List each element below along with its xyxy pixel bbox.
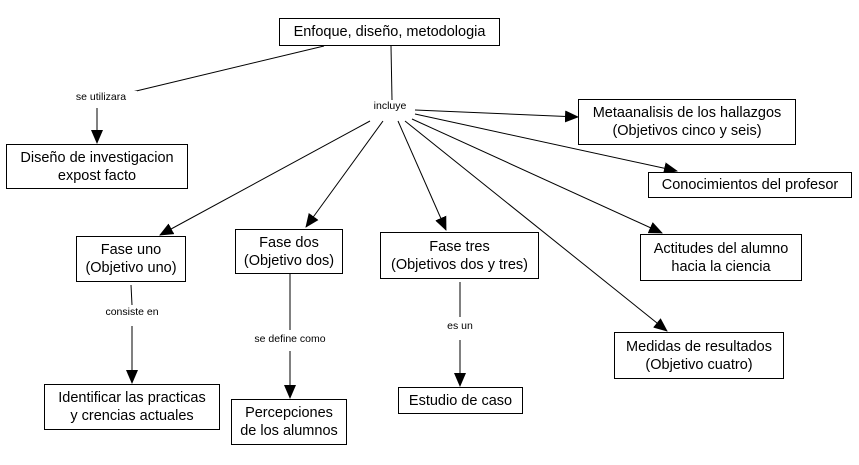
concept-text-line-1: Diseño de investigacion <box>20 149 174 166</box>
arrow-incluye-conocimientos <box>414 113 678 175</box>
concept-fase-dos[interactable]: Fase dos (Objetivo dos) <box>235 229 343 274</box>
arrow-incluye-fase-dos <box>305 120 384 228</box>
connector-fase-uno-consiste <box>130 284 133 306</box>
concept-diseno-investigacion[interactable]: Diseño de investigacion expost facto <box>6 144 188 189</box>
arrow-incluye-actitudes <box>411 118 663 234</box>
link-label-consiste-en: consiste en <box>100 306 164 318</box>
concept-text-line-1: Identificar las practicas <box>58 390 206 406</box>
link-label-se-define-como: se define como <box>246 333 334 345</box>
concept-medidas-resultados[interactable]: Medidas de resultados (Objetivo cuatro) <box>614 332 784 379</box>
concept-text-line-2: (Objetivo dos) <box>243 252 335 269</box>
connector-root-se-utilizara <box>131 45 325 93</box>
concept-fase-uno[interactable]: Fase uno (Objetivo uno) <box>76 236 186 282</box>
concept-percepciones-alumnos[interactable]: Percepciones de los alumnos <box>231 399 347 445</box>
connector-root-incluye <box>390 45 393 101</box>
concept-text-line-2: (Objetivo uno) <box>85 260 177 276</box>
concept-metaanalisis[interactable]: Metaanalisis de los hallazgos (Objetivos… <box>578 99 796 145</box>
concept-text: Conocimientos del profesor <box>661 177 839 193</box>
arrow-incluye-fase-uno <box>159 120 371 236</box>
arrow-incluye-medidas <box>404 120 668 332</box>
concept-text-line-1: Medidas de resultados <box>626 338 772 355</box>
concept-text-line-1: Fase tres <box>429 238 490 255</box>
concept-text-line-2: expost facto <box>57 167 137 184</box>
concept-text-line-2: (Objetivos cinco y seis) <box>612 123 762 139</box>
concept-estudio-caso[interactable]: Estudio de caso <box>398 387 523 414</box>
concept-actitudes-alumno[interactable]: Actitudes del alumno hacia la ciencia <box>640 234 802 281</box>
concept-root[interactable]: Enfoque, diseño, metodologia <box>279 18 500 46</box>
link-label-incluye: incluye <box>368 100 412 112</box>
concept-text-line-1: Actitudes del alumno <box>653 240 789 257</box>
concept-identificar-practicas[interactable]: Identificar las practicas y crencias act… <box>44 384 220 430</box>
concept-text-line-1: Metaanalisis de los hallazgos <box>592 105 782 121</box>
concept-text-line-2: y crencias actuales <box>70 408 194 424</box>
concept-fase-tres[interactable]: Fase tres (Objetivos dos y tres) <box>380 232 539 279</box>
concept-text-line-1: Fase uno <box>100 242 162 258</box>
link-label-es-un: es un <box>441 320 479 332</box>
concept-text-line-2: (Objetivo cuatro) <box>645 356 753 373</box>
concept-root-text: Enfoque, diseño, metodologia <box>293 24 486 40</box>
concept-text-line-1: Fase dos <box>259 234 319 251</box>
link-label-se-utilizara: se utilizara <box>65 91 137 103</box>
concept-conocimientos-profesor[interactable]: Conocimientos del profesor <box>648 172 852 198</box>
arrow-incluye-fase-tres <box>397 120 447 231</box>
concept-text-line-2: hacia la ciencia <box>671 258 771 275</box>
concept-text-line-1: Percepciones <box>245 405 333 421</box>
concept-text: Estudio de caso <box>408 392 513 409</box>
concept-text-line-2: de los alumnos <box>240 423 338 439</box>
concept-text-line-2: (Objetivos dos y tres) <box>391 256 528 273</box>
arrow-incluye-metaanalisis <box>414 109 579 123</box>
